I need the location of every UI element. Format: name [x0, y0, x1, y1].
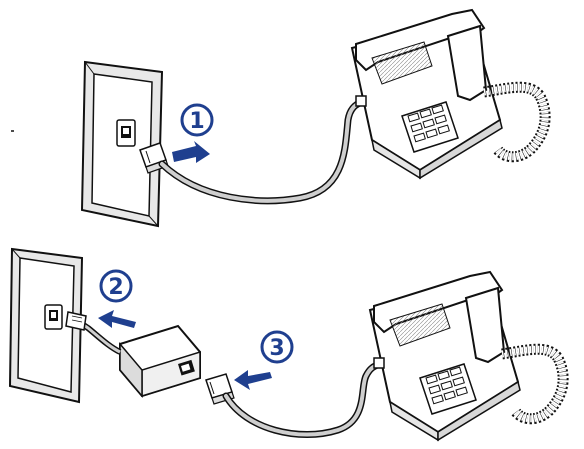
adapter-plug [66, 312, 86, 330]
telephone-bottom-icon [370, 272, 563, 440]
dsl-filter-adapter [76, 320, 200, 396]
telephone-top-icon [352, 10, 545, 178]
step-3-label: 3 [269, 336, 284, 361]
phone-cord-bottom [226, 364, 380, 435]
step-1-badge: 1 [182, 105, 212, 135]
step-3-badge: 3 [262, 332, 292, 362]
push-in-arrow-left-icon [98, 310, 136, 328]
step-2-badge: 2 [101, 271, 131, 301]
step-1-label: 1 [189, 109, 204, 134]
push-in-arrow-right-icon [234, 370, 272, 390]
pull-out-arrow-icon [172, 141, 210, 163]
wall-jack-bottom-icon [45, 305, 62, 329]
wall-jack-top-icon [117, 120, 135, 146]
step-2-label: 2 [108, 275, 123, 300]
